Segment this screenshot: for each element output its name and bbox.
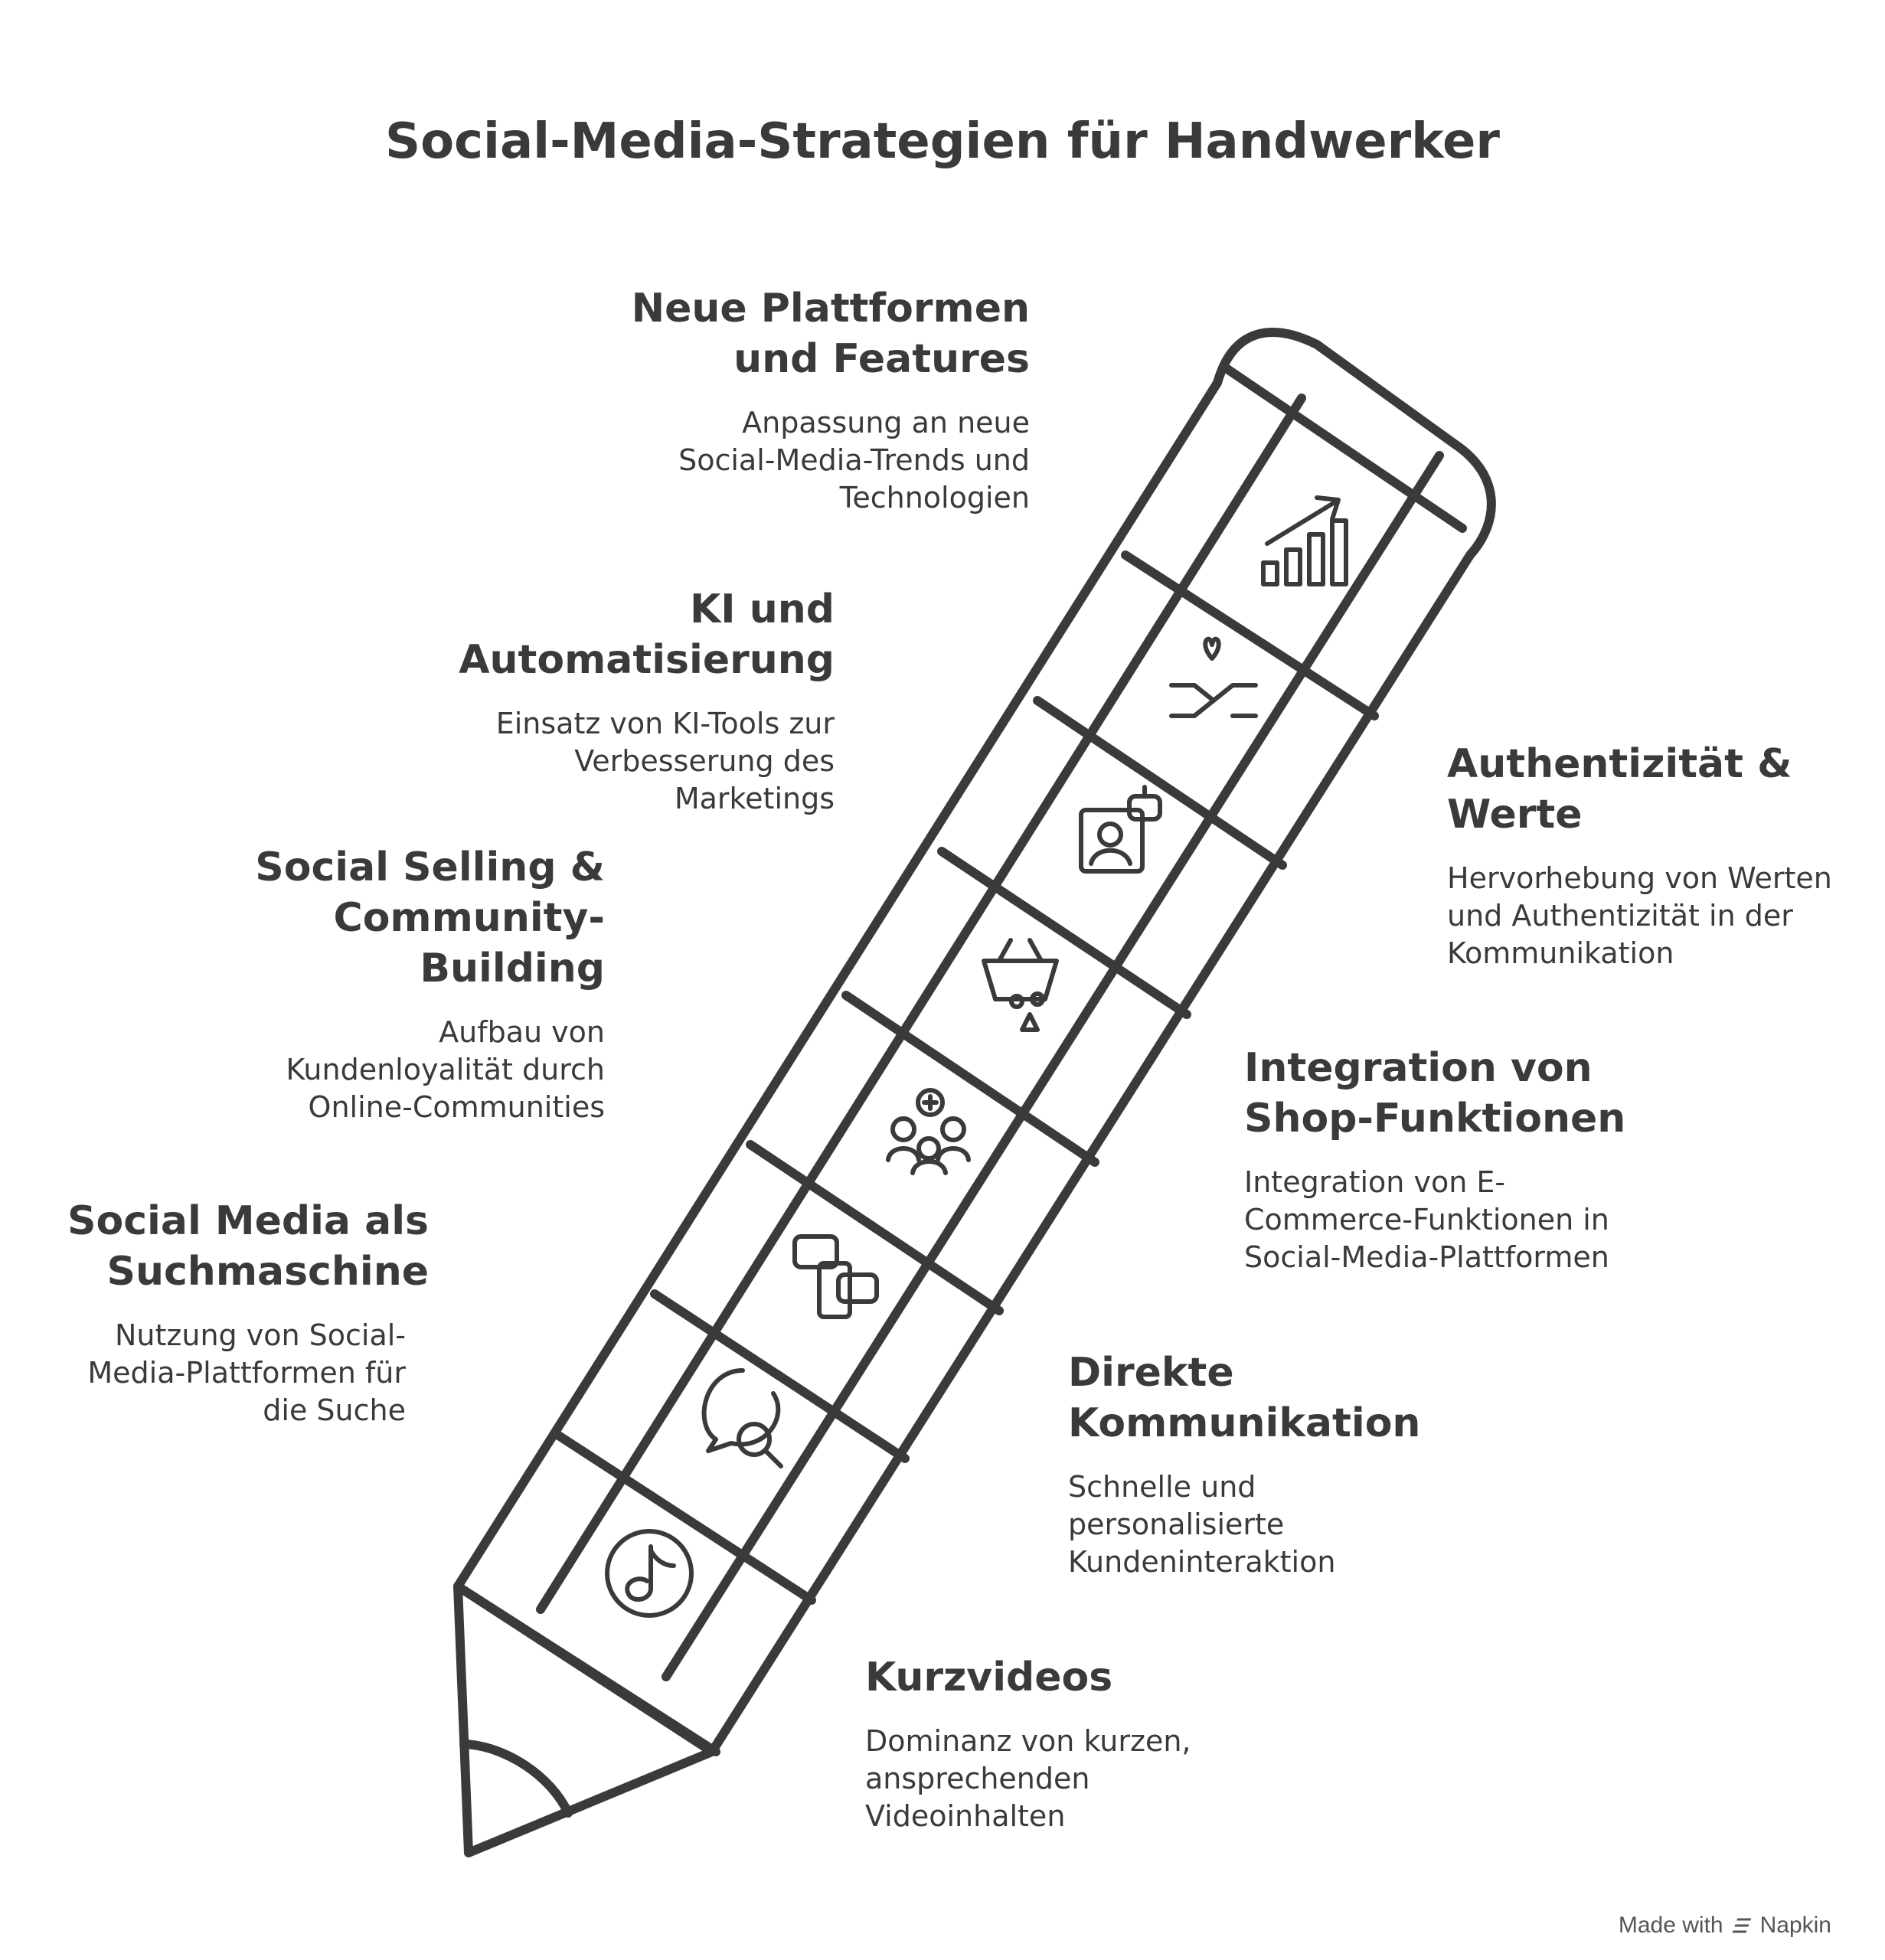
pencil-lead xyxy=(459,1740,573,1818)
page-title: Social-Media-Strategien für Handwerker xyxy=(385,113,1500,170)
item-title: Social Selling &Community-Building xyxy=(255,844,605,991)
search-chat-icon xyxy=(701,1368,783,1468)
handshake-heart-icon xyxy=(1169,636,1258,718)
shopping-basket-icon xyxy=(982,938,1059,1032)
footer-branding: Made with Napkin xyxy=(1619,1913,1831,1939)
ai-assistant-icon xyxy=(1079,785,1162,874)
napkin-logo-icon xyxy=(1732,1918,1751,1933)
pencil-eraser xyxy=(1213,328,1496,560)
item-title: Authentizität &Werte xyxy=(1447,741,1792,838)
item-social-selling: Social Selling &Community-Building Aufba… xyxy=(199,842,605,1126)
item-kurzvideos: Kurzvideos Dominanz von kurzen,anspreche… xyxy=(865,1652,1294,1835)
item-description: Nutzung von Social-Media-Plattformen für… xyxy=(87,1318,406,1427)
item-title: Kurzvideos xyxy=(865,1655,1113,1700)
chat-phone-icon xyxy=(792,1234,879,1319)
item-description: Integration von E-Commerce-Funktionen in… xyxy=(1244,1165,1609,1274)
napkin-brand: Napkin xyxy=(1759,1913,1831,1938)
tiktok-icon xyxy=(605,1529,694,1618)
growth-chart-icon xyxy=(1261,495,1348,586)
made-with-label: Made with xyxy=(1618,1913,1723,1938)
community-icon xyxy=(886,1088,971,1175)
pencil-body-right-edge xyxy=(707,550,1475,1756)
item-authentizitaet: Authentizität &Werte Hervorhebung von We… xyxy=(1447,739,1876,972)
pencil-body-left-edge xyxy=(453,378,1222,1591)
